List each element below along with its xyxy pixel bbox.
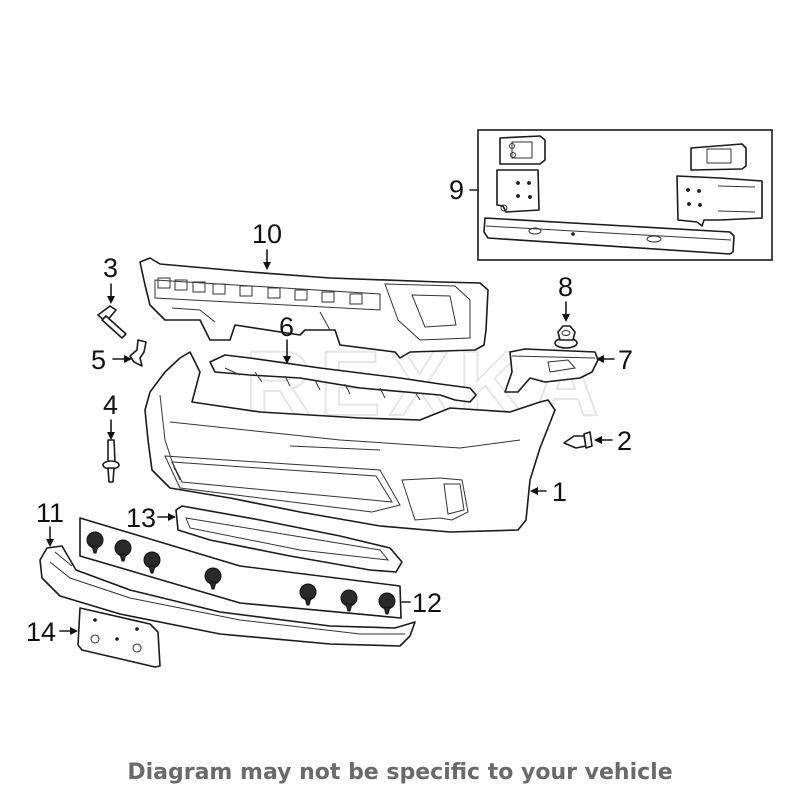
part-10-energy-absorber[interactable] <box>139 257 489 359</box>
callout-8: 8 <box>558 272 573 302</box>
callout-13: 13 <box>126 503 156 533</box>
callout-2: 2 <box>617 426 632 456</box>
callout-12: 12 <box>412 588 442 618</box>
callout-3: 3 <box>103 253 118 283</box>
part-4-push-rivet[interactable] <box>102 439 120 483</box>
callout-1: 1 <box>552 477 567 507</box>
callout-9: 9 <box>449 175 464 205</box>
part-5-clip[interactable] <box>129 339 147 367</box>
part-9-reinforcement-kit[interactable] <box>469 129 773 261</box>
part-14-license-plate-bracket[interactable] <box>77 607 161 668</box>
part-13-grille-insert[interactable] <box>175 505 403 573</box>
part-6-upper-support[interactable] <box>209 354 477 403</box>
part-8-flange-nut[interactable] <box>554 325 578 349</box>
callout-4: 4 <box>103 390 118 420</box>
callout-11: 11 <box>36 498 64 528</box>
part-2-push-pin[interactable] <box>563 431 593 449</box>
callout-14: 14 <box>26 617 56 647</box>
callout-7: 7 <box>618 345 633 375</box>
retainer-clip <box>86 531 396 615</box>
callout-10: 10 <box>252 219 282 249</box>
callout-6: 6 <box>279 312 294 342</box>
part-3-bolt[interactable] <box>97 305 127 339</box>
part-12-retainer-clip-set[interactable] <box>79 517 402 619</box>
part-1-bumper-cover[interactable] <box>144 351 556 533</box>
callout-5: 5 <box>91 345 106 375</box>
part-7-side-bracket[interactable] <box>504 348 599 393</box>
disclaimer-caption: Diagram may not be specific to your vehi… <box>127 760 673 785</box>
part-11-lower-valance[interactable] <box>39 545 416 647</box>
